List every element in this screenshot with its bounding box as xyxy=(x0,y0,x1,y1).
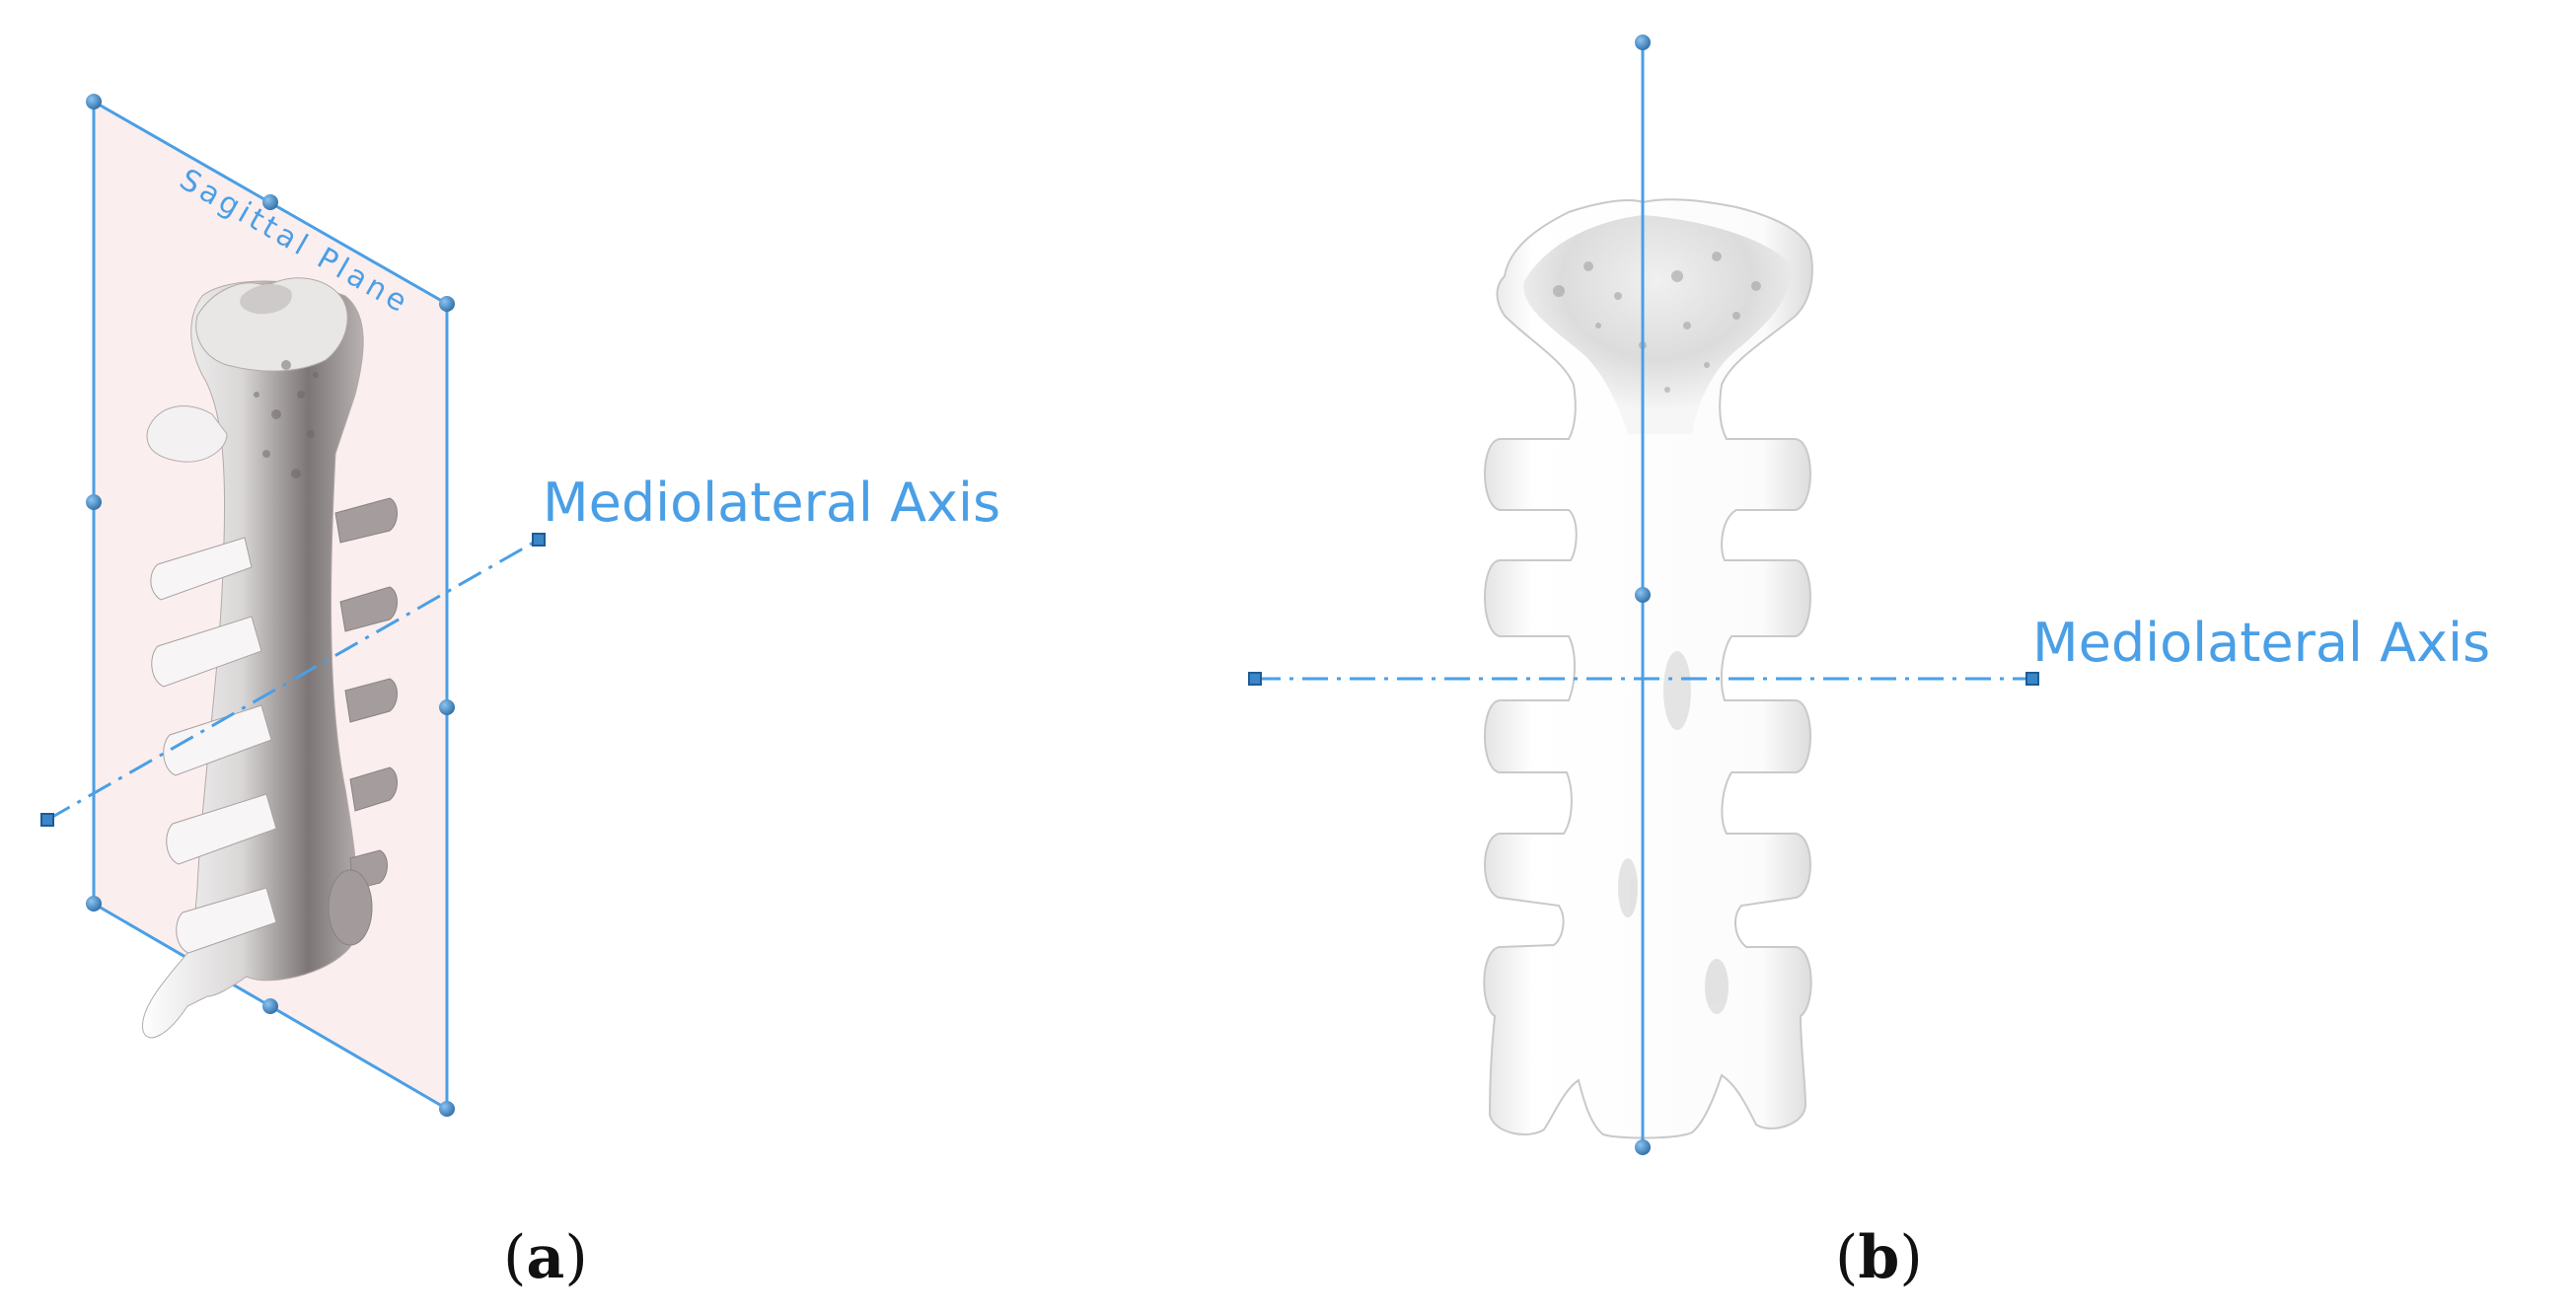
axis-handle[interactable] xyxy=(1635,1139,1651,1155)
plane-handle[interactable] xyxy=(86,494,102,510)
plane-handle[interactable] xyxy=(439,699,455,715)
plane-handle[interactable] xyxy=(262,998,278,1014)
mediolateral-axis-label-a: Mediolateral Axis xyxy=(543,472,1000,534)
axis-handle[interactable] xyxy=(1635,587,1651,603)
plane-handle[interactable] xyxy=(439,1101,455,1117)
axis-handle[interactable] xyxy=(1635,35,1651,50)
plane-handle[interactable] xyxy=(262,194,278,210)
axis-end-handle[interactable] xyxy=(532,533,546,547)
axis-end-handle[interactable] xyxy=(2025,672,2039,686)
axis-end-handle[interactable] xyxy=(40,813,54,827)
panel-label-b: (b) xyxy=(1835,1223,1923,1292)
plane-handle[interactable] xyxy=(439,296,455,312)
plane-handle[interactable] xyxy=(86,896,102,912)
plane-handles xyxy=(86,94,455,1117)
panel-a: Sagittal Plane xyxy=(40,94,1000,1292)
vertebral-column-a xyxy=(142,277,398,1039)
vertebral-column-b xyxy=(1483,198,1813,1139)
mediolateral-axis-label-b: Mediolateral Axis xyxy=(2032,612,2490,674)
panel-b: Mediolateral Axis (b) xyxy=(1248,35,2490,1292)
axis-end-handle[interactable] xyxy=(1248,672,1262,686)
plane-handle[interactable] xyxy=(86,94,102,110)
panel-label-a: (a) xyxy=(503,1223,588,1292)
